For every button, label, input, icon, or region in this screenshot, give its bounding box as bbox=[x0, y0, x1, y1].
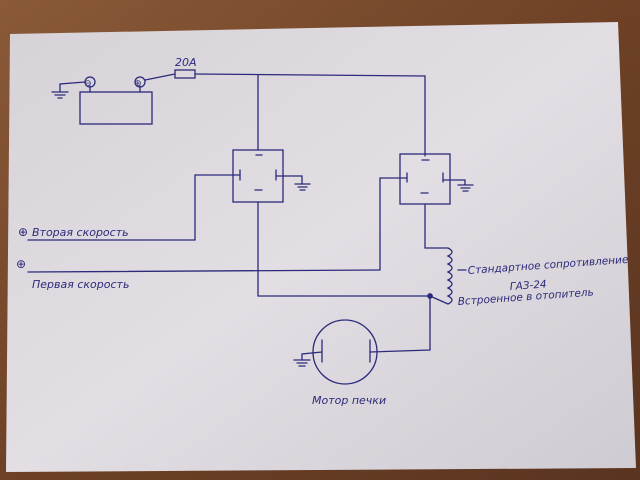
battery-negative-sign: ⊖ bbox=[84, 79, 92, 89]
resistor-label-line2: ГАЗ-24 bbox=[509, 278, 547, 293]
motor-label: Мотор печки bbox=[312, 394, 386, 407]
heater-motor bbox=[293, 295, 431, 385]
battery-positive-sign: ⊕ bbox=[134, 79, 142, 89]
battery bbox=[51, 76, 153, 125]
battery-positive-terminal bbox=[134, 76, 146, 88]
relay-1 bbox=[194, 149, 431, 297]
paper-sheet bbox=[6, 22, 636, 472]
battery-body bbox=[79, 91, 153, 125]
relay-2 bbox=[379, 153, 474, 271]
motor-circle bbox=[312, 319, 378, 385]
first-speed-wire bbox=[27, 269, 381, 273]
power-bus bbox=[144, 69, 426, 157]
second-speed-label: Вторая скорость bbox=[32, 226, 129, 239]
first-speed-plus: ⊕ bbox=[16, 257, 26, 271]
first-speed-label: Первая скорость bbox=[32, 278, 129, 291]
second-speed-plus: ⊕ bbox=[18, 225, 28, 239]
fuse-label: 20A bbox=[175, 56, 197, 69]
